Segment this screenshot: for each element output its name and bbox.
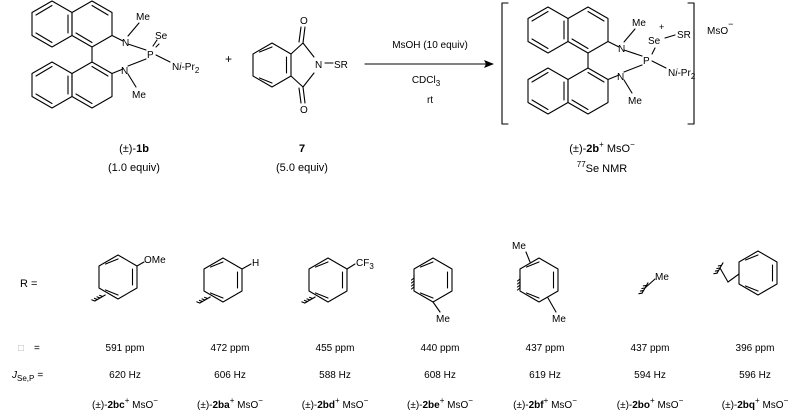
entry-column: 440 ppm 608 Hz (±)-2be+ MsO− bbox=[407, 343, 473, 411]
reactant-1b: N N P Se Me Me Ni-Pr2 (±)-1b (1.0 equiv) bbox=[31, 0, 200, 174]
methyl-label: Me bbox=[436, 314, 450, 325]
sr-label: SR bbox=[334, 60, 348, 71]
chemical-shift-value: 396 ppm bbox=[736, 343, 775, 354]
substituent-4-methoxyphenyl: OMe bbox=[91, 254, 166, 303]
entry-columns: 591 ppm 620 Hz (±)-2bc+ MsO− 472 ppm 606 Hz (… bbox=[92, 343, 789, 411]
nmr-label: 77Se NMR bbox=[577, 160, 628, 175]
compound-id: (±)-2ba+ MsO− bbox=[197, 396, 263, 411]
diisopropylamino-label: Ni-Pr2 bbox=[172, 62, 200, 75]
entry-column: 591 ppm 620 Hz (±)-2bc+ MsO− bbox=[92, 343, 158, 411]
substituent-4-trifluoromethylphenyl: CF3 bbox=[301, 257, 374, 305]
n-atom-label: N bbox=[121, 66, 128, 77]
hydrogen-label: H bbox=[252, 258, 259, 269]
chemical-shift-value: 437 ppm bbox=[526, 343, 565, 354]
equiv-1b: (1.0 equiv) bbox=[108, 162, 160, 174]
methyl-label: Me bbox=[628, 96, 642, 107]
coupling-constant-value: 606 Hz bbox=[214, 370, 246, 381]
n-atom-label: N bbox=[122, 38, 129, 49]
chemical-shift-label: □= bbox=[18, 343, 40, 354]
p-se-bond-a bbox=[155, 43, 160, 48]
coupling-constant-value: 620 Hz bbox=[109, 370, 141, 381]
compound-id: (±)-2bo+ MsO− bbox=[617, 396, 684, 411]
temperature-condition: rt bbox=[427, 95, 433, 106]
product-2b: N N P Se + SR Me Me Ni-Pr2 MsO− (±)-2b+ … bbox=[501, 2, 733, 175]
p-se-bond-b bbox=[152, 39, 158, 47]
coupling-constant-value: 608 Hz bbox=[424, 370, 456, 381]
plus-sign: + bbox=[225, 52, 232, 66]
methyl-label: Me bbox=[655, 272, 669, 283]
compound-id: (±)-2bq+ MsO− bbox=[722, 396, 789, 411]
n-atom-label: N bbox=[315, 60, 322, 71]
compound-id: (±)-2be+ MsO− bbox=[407, 396, 473, 411]
methyl-label: Me bbox=[512, 241, 526, 252]
oxygen-label: O bbox=[300, 105, 308, 116]
p-atom-label: P bbox=[147, 50, 154, 61]
chemical-shift-value: 472 ppm bbox=[211, 343, 250, 354]
substituent-2-6-dimethylphenyl: Me Me bbox=[512, 241, 566, 325]
compound-id: (±)-2bd+ MsO− bbox=[302, 396, 369, 411]
counterion-label: MsO− bbox=[707, 19, 733, 37]
compound-id: (±)-2bf+ MsO− bbox=[513, 396, 577, 411]
entry-column: 396 ppm 596 Hz (±)-2bq+ MsO− bbox=[722, 343, 789, 411]
coupling-constant-value: 596 Hz bbox=[739, 370, 771, 381]
chemical-shift-value: 455 ppm bbox=[316, 343, 355, 354]
se-atom-label: Se bbox=[648, 36, 661, 47]
oxygen-label: O bbox=[300, 16, 308, 27]
compound-id-7: 7 bbox=[299, 143, 305, 155]
compound-id-2b: (±)-2b+ MsO− bbox=[569, 140, 635, 155]
methyl-label: Me bbox=[552, 314, 566, 325]
substituent-methyl: Me bbox=[638, 272, 669, 296]
chemical-shift-value: 591 ppm bbox=[106, 343, 145, 354]
acid-condition: MsOH (10 equiv) bbox=[392, 40, 468, 51]
chemical-shift-value: 440 ppm bbox=[421, 343, 460, 354]
entry-column: 455 ppm 588 Hz (±)-2bd+ MsO− bbox=[302, 343, 369, 411]
solvent-condition: CDCl3 bbox=[412, 75, 441, 88]
se-atom-label: Se bbox=[155, 31, 168, 42]
methyl-label: Me bbox=[136, 12, 150, 23]
methyl-label: Me bbox=[132, 90, 146, 101]
compound-id: (±)-2bc+ MsO− bbox=[92, 396, 158, 411]
compound-id-1b: (±)-1b bbox=[119, 143, 149, 155]
equiv-7: (5.0 equiv) bbox=[276, 162, 328, 174]
diisopropylamino-label: Ni-Pr2 bbox=[668, 68, 696, 81]
r-equals-label: R = bbox=[20, 278, 37, 290]
methyl-label: Me bbox=[632, 18, 646, 29]
p-atom-label: P bbox=[643, 56, 650, 67]
methoxy-label: OMe bbox=[144, 255, 166, 266]
entry-column: 437 ppm 594 Hz (±)-2bo+ MsO− bbox=[617, 343, 684, 411]
chemical-shift-value: 437 ppm bbox=[631, 343, 670, 354]
reactant-7: O O N SR 7 (5.0 equiv) bbox=[252, 16, 348, 174]
coupling-constant-value: 594 Hz bbox=[634, 370, 666, 381]
substituent-benzyl bbox=[713, 250, 778, 296]
n-atom-label: N bbox=[618, 44, 625, 55]
positive-charge: + bbox=[659, 22, 664, 32]
substituent-table: R = OMe H CF3 Me bbox=[11, 241, 789, 411]
reaction-arrow: MsOH (10 equiv) CDCl3 rt bbox=[364, 40, 494, 106]
coupling-constant-value: 619 Hz bbox=[529, 370, 561, 381]
entry-column: 437 ppm 619 Hz (±)-2bf+ MsO− bbox=[513, 343, 577, 411]
substituent-2-methylphenyl: Me bbox=[410, 257, 453, 325]
n-atom-label: N bbox=[617, 72, 624, 83]
coupling-constant-label: JSe,P= bbox=[11, 370, 43, 383]
coupling-constant-value: 588 Hz bbox=[319, 370, 351, 381]
trifluoromethyl-label: CF3 bbox=[356, 258, 374, 271]
substituent-phenyl: H bbox=[196, 257, 259, 305]
entry-column: 472 ppm 606 Hz (±)-2ba+ MsO− bbox=[197, 343, 263, 411]
sr-label: SR bbox=[677, 30, 691, 41]
